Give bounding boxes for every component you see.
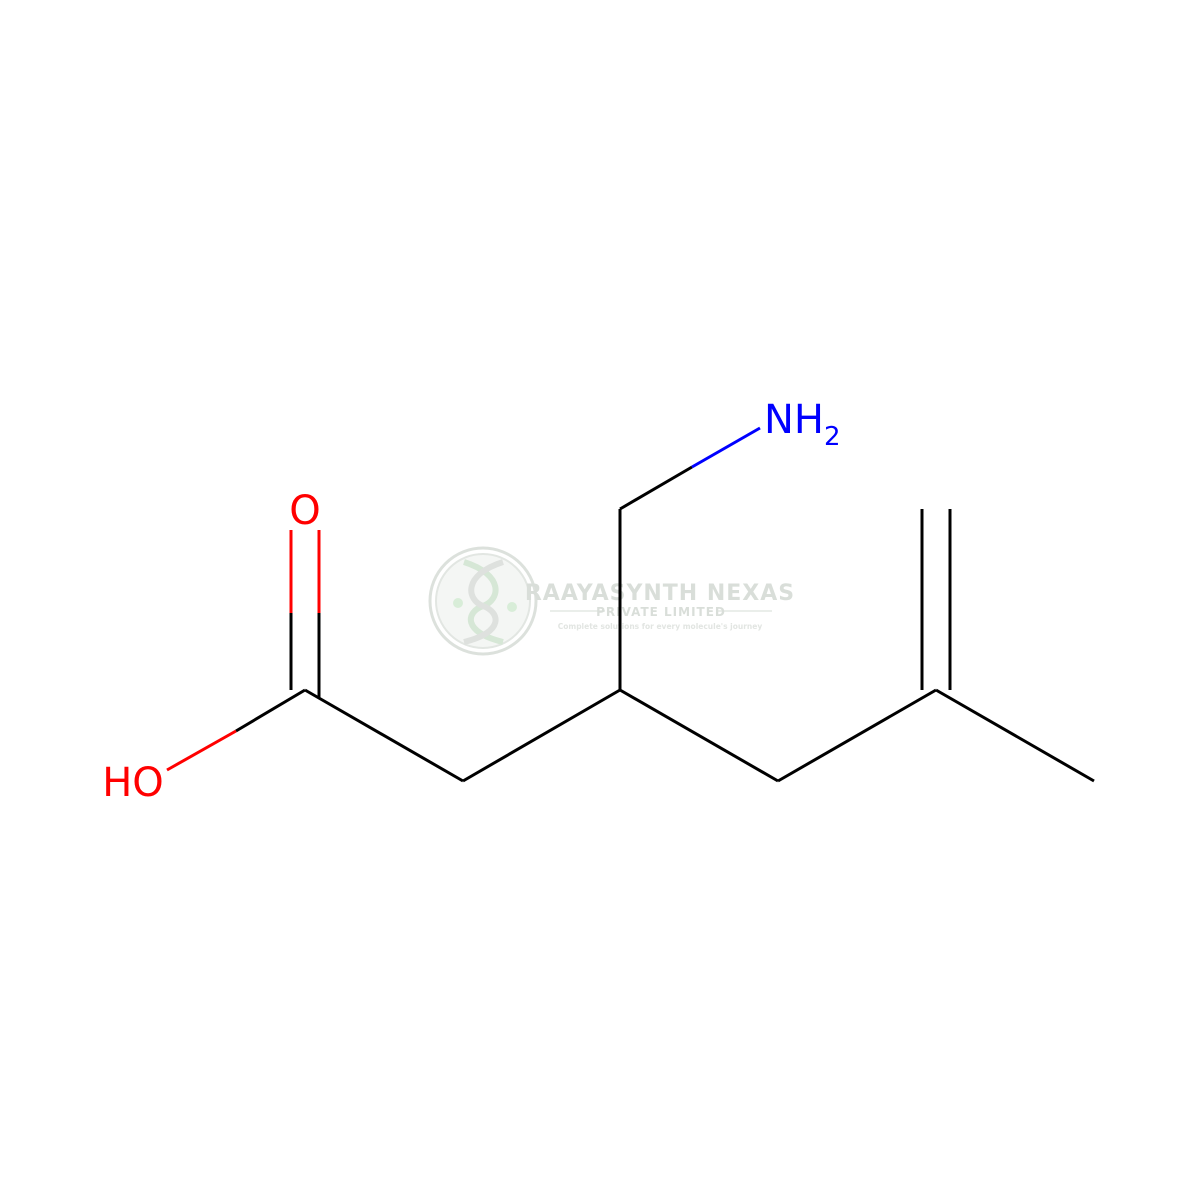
watermark-company: RAAYASYNTH NEXAS [525,581,795,606]
bonds [166,426,1095,783]
bond-c1-oh-red [166,729,237,772]
watermark-logo-icon [428,546,538,656]
atom-hydroxyl: HO [102,760,164,806]
atom-labels: O HO NH2 [102,397,840,806]
bond-c1-oh-black [235,688,306,733]
bond-c2-c3 [462,688,621,783]
bond-ch2-n-black [619,465,693,511]
watermark-entity: PRIVATE LIMITED [596,605,726,619]
atom-amine-subscript: 2 [824,422,841,452]
bond-c3-c4 [619,688,779,783]
atom-amine-symbol: NH [764,397,824,443]
atom-carbonyl-oxygen: O [289,488,320,534]
atom-amine: NH2 [764,397,841,452]
bond-c5-methyl [935,688,1095,783]
watermark: RAAYASYNTH NEXAS PRIVATE LIMITED Complet… [428,546,795,656]
bond-c1-c2 [304,688,464,783]
watermark-tagline: Complete solutions for every molecule's … [558,622,763,631]
bond-c4-c5 [777,688,937,783]
bond-ch2-n-blue [691,426,761,469]
